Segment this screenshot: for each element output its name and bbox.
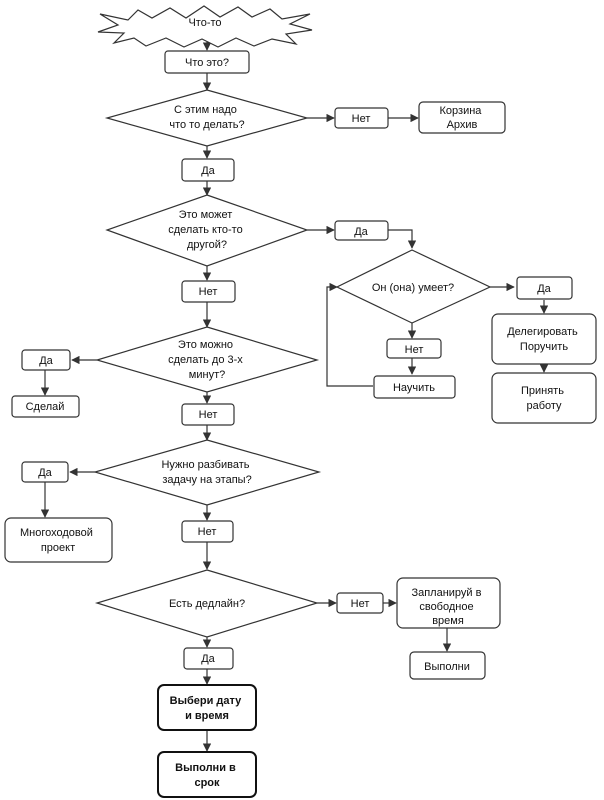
do-it-node: Сделай bbox=[11, 395, 80, 418]
no-can-node: Нет bbox=[386, 338, 442, 359]
yes-other-label: Да bbox=[354, 226, 368, 238]
yes-stages-node: Да bbox=[21, 461, 69, 483]
q-3min-node: Это можно сделать до 3-х минут? bbox=[94, 326, 320, 393]
no-3min-node: Нет bbox=[181, 403, 235, 426]
no-stages-node: Нет bbox=[181, 520, 234, 543]
do-it-label: Сделай bbox=[26, 401, 65, 413]
q-other-node: Это может сделать кто-то другой? bbox=[105, 194, 309, 267]
yes-3min-node: Да bbox=[21, 349, 71, 371]
yes-action-label: Да bbox=[201, 165, 215, 177]
q-can-node: Он (она) умеет? bbox=[335, 249, 492, 324]
q-other-label: Это может сделать кто-то другой? bbox=[168, 209, 246, 251]
q-3min-label: Это можно сделать до 3-х минут? bbox=[168, 339, 246, 381]
q-stages-label: Нужно разбивать задачу на этапы? bbox=[161, 459, 252, 486]
execute-on-time-label: Выполни в срок bbox=[175, 762, 239, 789]
q-deadline-label: Есть дедлайн? bbox=[169, 598, 245, 610]
multistep-label: Многоходовой проект bbox=[20, 527, 96, 554]
trash-node: Корзина Архив bbox=[418, 101, 506, 134]
accept-node: Принять работу bbox=[491, 372, 597, 424]
no-other-label: Нет bbox=[199, 286, 218, 298]
yes-deadline-label: Да bbox=[201, 653, 215, 665]
what-node: Что это? bbox=[164, 50, 250, 74]
start-label: Что-то bbox=[188, 17, 221, 29]
edge-yes-q-can bbox=[388, 229, 417, 249]
q-action-label: С этим надо что то делать? bbox=[169, 104, 244, 131]
no-action-label: Нет bbox=[352, 113, 371, 125]
q-deadline-node: Есть дедлайн? bbox=[94, 569, 320, 638]
start-node: Что-то bbox=[97, 5, 313, 48]
no-action-node: Нет bbox=[334, 107, 389, 129]
plan-free-label: Запланируй в свободное время bbox=[411, 587, 484, 627]
execute-on-time-node: Выполни в срок bbox=[157, 751, 257, 798]
yes-stages-label: Да bbox=[38, 467, 52, 479]
delegate-node: Делегировать Поручить bbox=[491, 313, 597, 365]
teach-node: Научить bbox=[373, 375, 456, 399]
execute-label: Выполни bbox=[424, 661, 470, 673]
yes-other-node: Да bbox=[334, 220, 389, 241]
no-stages-label: Нет bbox=[198, 526, 217, 538]
q-can-label: Он (она) умеет? bbox=[372, 282, 454, 294]
no-other-node: Нет bbox=[181, 280, 236, 303]
q-action-node: С этим надо что то делать? bbox=[104, 89, 310, 147]
no-can-label: Нет bbox=[405, 344, 424, 356]
choose-date-node: Выбери дату и время bbox=[157, 684, 257, 731]
edge-teach-loop bbox=[326, 282, 373, 387]
no-deadline-node: Нет bbox=[336, 592, 384, 614]
start-burst-shape bbox=[97, 5, 313, 48]
accept-label: Принять работу bbox=[521, 385, 567, 412]
yes-action-node: Да bbox=[181, 158, 235, 182]
connectors bbox=[40, 42, 549, 752]
multistep-node: Многоходовой проект bbox=[4, 517, 113, 563]
no-3min-label: Нет bbox=[199, 409, 218, 421]
no-deadline-label: Нет bbox=[351, 598, 370, 610]
execute-node: Выполни bbox=[409, 651, 486, 680]
yes-can-node: Да bbox=[516, 276, 573, 300]
yes-3min-label: Да bbox=[39, 355, 53, 367]
yes-can-label: Да bbox=[537, 283, 551, 295]
q-stages-node: Нужно разбивать задачу на этапы? bbox=[92, 439, 322, 506]
choose-date-label: Выбери дату и время bbox=[170, 695, 245, 722]
plan-free-node: Запланируй в свободное время bbox=[396, 577, 501, 629]
delegate-label: Делегировать Поручить bbox=[507, 326, 581, 353]
yes-deadline-node: Да bbox=[183, 647, 234, 670]
trash-label: Корзина Архив bbox=[440, 105, 485, 131]
what-label: Что это? bbox=[185, 57, 229, 69]
teach-label: Научить bbox=[393, 382, 435, 394]
